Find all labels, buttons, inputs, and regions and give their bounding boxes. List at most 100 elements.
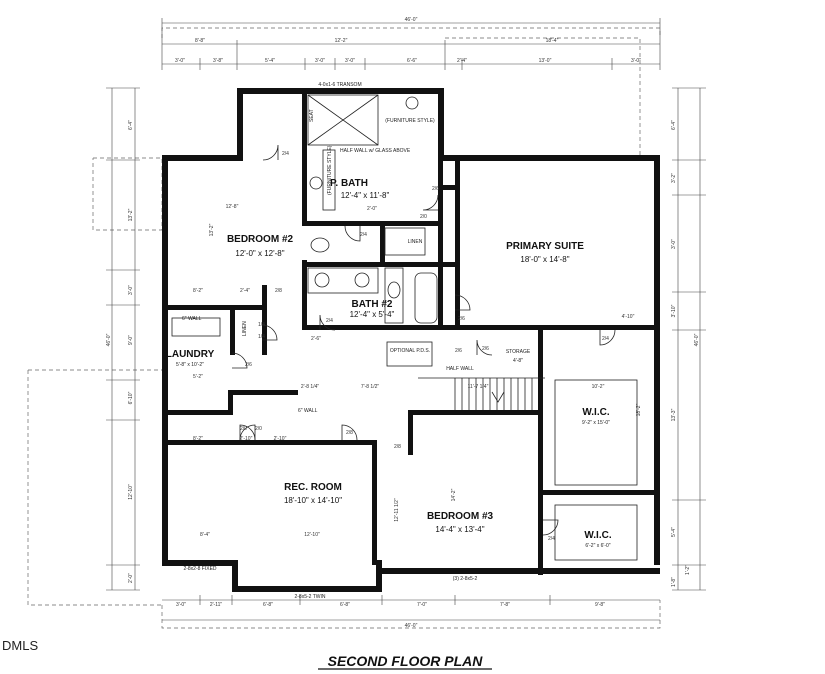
- door-tag-7: 2/6: [482, 346, 489, 352]
- room-size-rec-room: 18'-10" x 14'-10": [284, 496, 342, 505]
- watermark-logo: DMLS: [2, 638, 38, 653]
- note-seat: SEAT: [309, 109, 315, 122]
- dim-left-1: 13'-2": [128, 208, 134, 221]
- dim-left-4: 6'-10": [128, 391, 134, 404]
- note-linen-1: LINEN: [408, 239, 423, 245]
- room-name-wic-1: W.I.C.: [582, 407, 609, 418]
- dim-bottom-6: 9'-8": [595, 602, 605, 608]
- dim-left-2: 3'-0": [128, 285, 134, 295]
- dim-interior-1: 13'-2": [209, 223, 215, 236]
- dim-overall-right: 46'-0": [694, 333, 700, 346]
- room-name-rec-room: REC. ROOM: [284, 482, 342, 493]
- door-tag-9: 2/4: [602, 336, 609, 342]
- dim-interior-18: 2'-6": [311, 336, 321, 342]
- door-tag-14: 1/4: [258, 334, 265, 340]
- dim-interior-17: 2'-0": [367, 206, 377, 212]
- room-size-primary-suite: 18'-0" x 14'-8": [520, 255, 569, 264]
- room-size-laundry: 5'-8" x 10'-2": [176, 362, 204, 368]
- dim-left-5: 12'-10": [128, 484, 134, 500]
- dim-interior-19: 4'-10": [622, 314, 635, 320]
- dim-right-0: 6'-4": [671, 120, 677, 130]
- door-tag-1: 2/6: [432, 186, 439, 192]
- dim-top-1-1: 12'-2": [335, 38, 348, 44]
- dim-right-5: 5'-4": [671, 527, 677, 537]
- dim-top-2-5: 6'-6": [407, 58, 417, 64]
- dim-top-2-7: 13'-0": [539, 58, 552, 64]
- dim-top-2-0: 3'-0": [175, 58, 185, 64]
- room-size-wic-2: 6'-2" x 6'-0": [585, 543, 610, 549]
- door-tag-15: 2/6: [245, 362, 252, 368]
- dimension-lines: [106, 18, 706, 621]
- dim-interior-14: 2'-10": [240, 436, 253, 442]
- dim-interior-12: 18'-2": [636, 403, 642, 416]
- room-name-wic-2: W.I.C.: [584, 530, 611, 541]
- dim-top-2-2: 5'-4": [265, 58, 275, 64]
- room-size-wic-1: 9'-2" x 15'-0": [582, 420, 610, 426]
- exterior-walls: [162, 88, 660, 592]
- note-transom: 4-0x1-6 TRANSOM: [318, 82, 361, 88]
- dim-top-2-3: 3'-0": [315, 58, 325, 64]
- dim-right-7: 1'-2": [685, 565, 691, 575]
- dim-interior-16: 5'-2": [193, 374, 203, 380]
- note-window-twin: 2-8x5-2 TWIN: [294, 594, 325, 600]
- note-linen-2: LINEN: [242, 321, 248, 336]
- door-tag-6: 2/4: [326, 318, 333, 324]
- door-tag-0: 2/4: [282, 151, 289, 157]
- door-tag-13: 1/4: [258, 322, 265, 328]
- dim-right-1: 3'-2": [671, 173, 677, 183]
- dim-top-2-8: 3'-0": [631, 58, 641, 64]
- fixtures: [171, 94, 638, 561]
- room-size-bedroom-3: 14'-4" x 13'-4": [435, 525, 484, 534]
- dim-interior-8: 8'-4": [200, 532, 210, 538]
- note-optional-pds: OPTIONAL P.D.S.: [390, 348, 430, 354]
- dim-right-2: 3'-0": [671, 239, 677, 249]
- dim-interior-11: 12'-11 1/2": [394, 498, 400, 522]
- door-tag-8: 2/8: [394, 444, 401, 450]
- dim-interior-0: 12'-8": [226, 204, 239, 210]
- dim-top-1-0: 8'-8": [195, 38, 205, 44]
- room-name-bath-2: BATH #2: [352, 299, 393, 310]
- note-half-wall-glass: HALF WALL w/ GLASS ABOVE: [340, 148, 411, 154]
- dim-left-6: 2'-0": [128, 573, 134, 583]
- room-size-bedroom-2: 12'-0" x 12'-8": [235, 249, 284, 258]
- door-tag-4: 2/6: [458, 316, 465, 322]
- door-tag-11: 2/0: [240, 426, 247, 432]
- dim-bottom-1: 2'-11": [210, 602, 223, 608]
- door-tag-3: 2/0: [420, 214, 427, 220]
- note-storage-size: 4'-8": [513, 358, 523, 364]
- dim-interior-6: 11'-7 1/4": [468, 384, 489, 390]
- dim-interior-4: 7'-8 1/2": [361, 384, 380, 390]
- dim-top-2-6: 2'-4": [457, 58, 467, 64]
- room-name-p-bath: P. BATH: [330, 178, 368, 189]
- interior-walls: [162, 88, 660, 575]
- door-tag-12: 2/0: [255, 426, 262, 432]
- door-tag-5: 2/8: [275, 288, 282, 294]
- dim-overall-left: 46'-0": [106, 333, 112, 346]
- dim-interior-9: 10'-2": [592, 384, 605, 390]
- dim-overall-top: 46'-0": [405, 17, 418, 23]
- room-size-p-bath: 12'-4" x 11'-8": [341, 191, 390, 200]
- door-tag-16: 2/8: [346, 430, 353, 436]
- note-six-inch-wall-1: 6" WALL: [182, 316, 202, 322]
- dim-interior-10: 14'-2": [451, 488, 457, 501]
- dim-interior-2: 8'-2": [193, 288, 203, 294]
- room-size-bath-2: 12'-4" x 5'-4": [350, 310, 395, 319]
- dim-bottom-5: 7'-8": [500, 602, 510, 608]
- note-furniture-style-1: (FURNITURE STYLE): [385, 118, 435, 124]
- dim-bottom-2: 6'-8": [263, 602, 273, 608]
- dim-bottom-3: 6'-8": [340, 602, 350, 608]
- plan-title: SECOND FLOOR PLAN: [328, 653, 484, 669]
- door-tag-10: 2/4: [548, 536, 555, 542]
- note-window-fixed: 2-8x2-8 FIXED: [183, 566, 216, 572]
- dim-top-2-1: 3'-8": [213, 58, 223, 64]
- note-window-bedroom-3: (3) 2-8x5-2: [453, 576, 478, 582]
- note-furniture-style-2: (FURNITURE STYLE): [327, 145, 333, 195]
- dim-interior-15: 2'-10": [274, 436, 287, 442]
- dim-bottom-4: 7'-0": [417, 602, 427, 608]
- dim-bottom-0: 3'-0": [176, 602, 186, 608]
- room-name-bedroom-2: BEDROOM #2: [227, 234, 294, 245]
- note-storage: STORAGE: [506, 349, 531, 355]
- room-name-bedroom-3: BEDROOM #3: [427, 511, 494, 522]
- dim-right-6: 1'-8": [671, 577, 677, 587]
